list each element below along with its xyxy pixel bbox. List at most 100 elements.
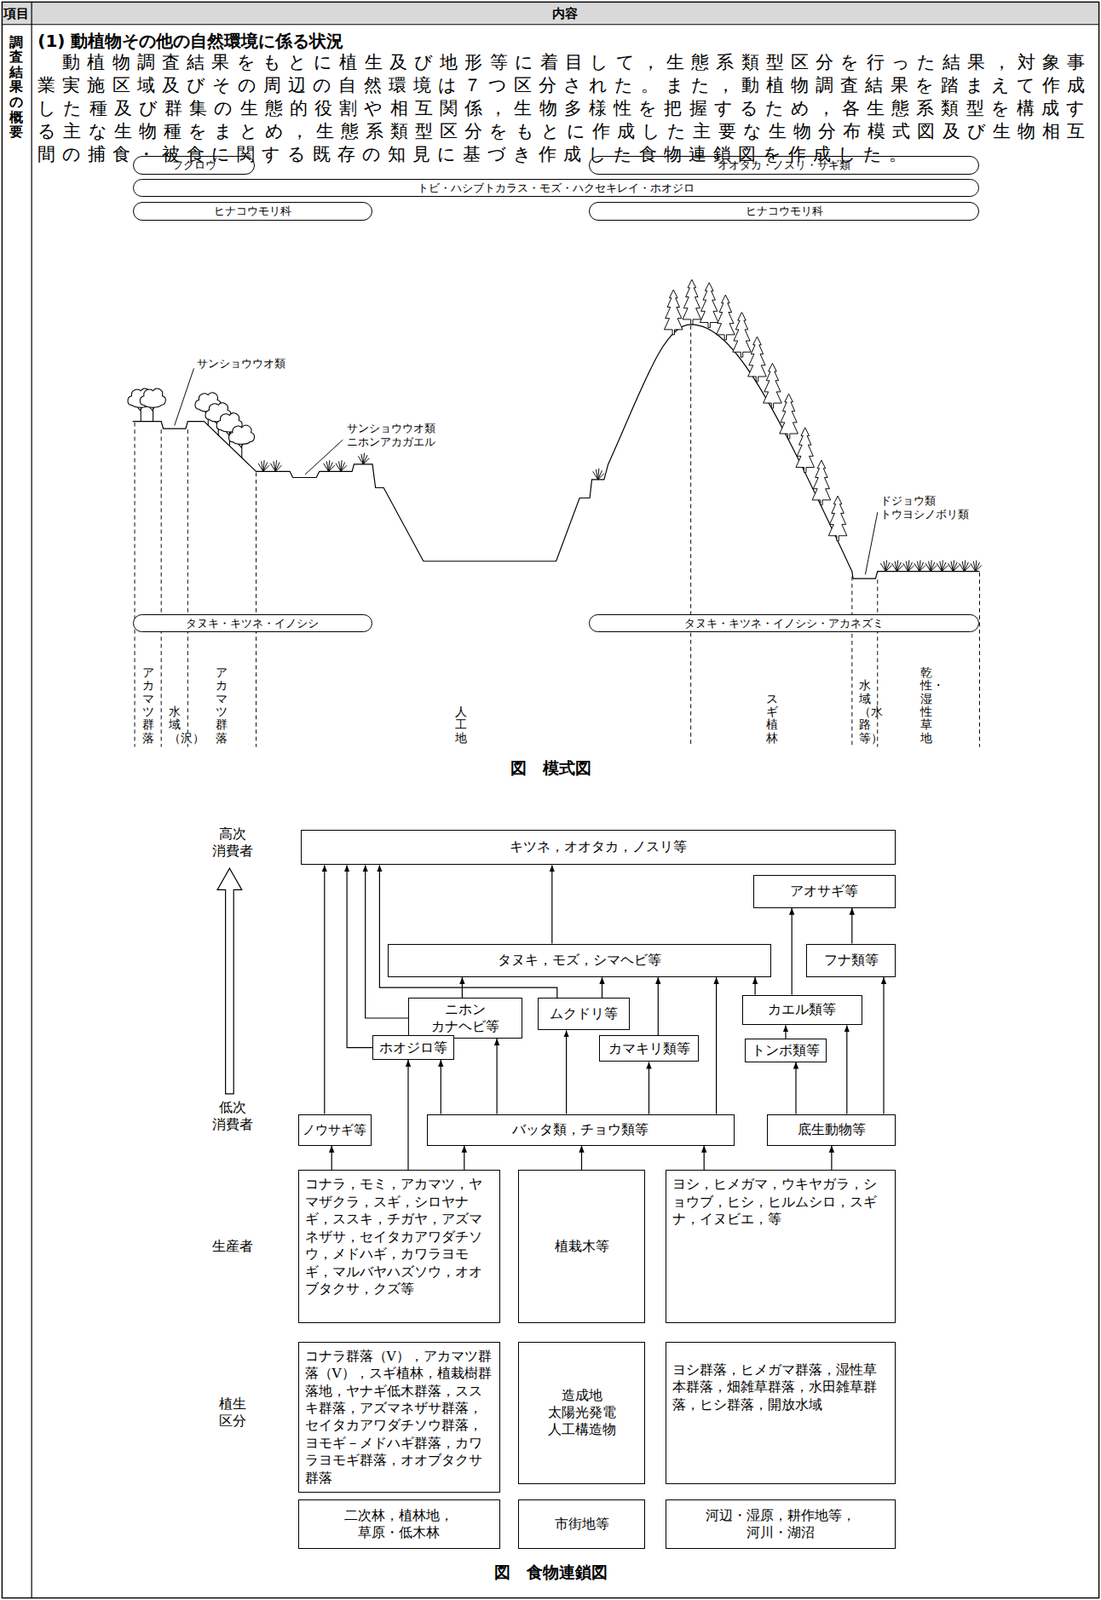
conifer-tree [795, 427, 815, 473]
node-text: ホオジロ等 [379, 1039, 448, 1057]
node-text: ヨシ，ヒメガマ，ウキヤガラ，ショウブ，ヒシ，ヒルムシロ，スギナ，イヌビエ，等 [672, 1175, 890, 1228]
food-chain-arrow [463, 1146, 465, 1171]
food-chain-arrow [495, 1038, 497, 1115]
trophic-level-label: 植生 区分 [210, 1395, 256, 1430]
consumer-box: ニホン カナヘビ等 [408, 997, 523, 1039]
node-text: 造成地 太陽光発電 人工構造物 [546, 1387, 618, 1439]
figure-caption: 図 模式図 [510, 758, 592, 779]
grass-tuft [914, 560, 926, 572]
grass-tuft [892, 560, 904, 572]
conifer-tree [716, 294, 736, 341]
trophic-level-label: 高次 消費者 [210, 825, 256, 860]
figure-caption: 図 食物連鎖図 [494, 1562, 608, 1583]
node-text: トビ・ハシブトカラス・モズ・ハクセキレイ・ホオジロ [417, 181, 695, 196]
zone-label: 水域（沢） [168, 705, 181, 745]
zone-label: アカマツ群落 [215, 666, 228, 745]
node-text: コナラ群落（V），アカマツ群落（V），スギ植林，植栽樹群落地，ヤナギ低木群落，ス… [305, 1348, 494, 1488]
food-chain-arrow [715, 977, 717, 1115]
consumer-box: ノウサギ等 [298, 1114, 372, 1147]
grass-tuft [947, 560, 959, 572]
food-chain-arrow [407, 1060, 409, 1171]
node-text: ヒナコウモリ科 [213, 204, 292, 219]
node-text: キツネ，オオタカ，ノスリ等 [509, 838, 687, 856]
consumer-box: フナ類等 [806, 944, 896, 979]
zone-divider [690, 325, 692, 748]
node-text: コナラ，モミ，アカマツ，ヤマザクラ，スギ，シロヤナギ，ススキ，チガヤ，アズマネザ… [305, 1175, 494, 1298]
habitat-box: 市街地等 [518, 1499, 646, 1550]
grass-tuft [903, 560, 915, 572]
zone-dividers [134, 325, 980, 748]
node-text: 河辺・湿原，耕作地等， 河川・湖沼 [705, 1507, 857, 1542]
grass-tuft [925, 560, 937, 572]
node-text: 二次林，植林地， 草原・低木林 [343, 1507, 455, 1542]
food-chain-arrow [440, 1060, 442, 1115]
node-text: 市街地等 [554, 1516, 610, 1534]
food-chain-arrow [830, 1146, 832, 1171]
food-chain-arrow [791, 908, 793, 996]
food-chain-arrow [795, 1062, 796, 1115]
consumer-box: キツネ，オオタカ，ノスリ等 [300, 830, 896, 866]
node-text: アオサギ等 [789, 882, 859, 900]
consumer-box: カエル類等 [742, 995, 863, 1027]
species-callout: サンショウウオ類 ニホンアカガエル [346, 421, 443, 450]
species-callout: サンショウウオ類 [196, 357, 286, 371]
food-chain-arrow [703, 1146, 705, 1171]
node-text: カマキリ類等 [608, 1040, 691, 1058]
grass-tuft [593, 468, 605, 480]
node-text: ノウサギ等 [302, 1122, 367, 1139]
consumer-box: トンボ類等 [744, 1038, 827, 1063]
table-header: 項目 [3, 5, 29, 22]
food-chain-arrow [331, 1146, 333, 1171]
food-chain-arrow [551, 864, 553, 944]
vegetation-box: コナラ群落（V），アカマツ群落（V），スギ植林，植栽樹群落地，ヤナギ低木群落，ス… [298, 1342, 501, 1494]
zone-divider [876, 579, 878, 747]
conifer-tree [732, 311, 752, 358]
food-chain-arrow [754, 977, 756, 995]
section-heading: (1) 動植物その他の自然環境に係る状況 [37, 30, 344, 52]
zone-divider [851, 576, 853, 748]
food-chain-arrow [365, 864, 409, 1019]
conifer-tree [682, 279, 702, 325]
grass-tuft [959, 560, 971, 572]
node-text: タヌキ，モズ，シマヘビ等 [497, 951, 662, 969]
species-band: トビ・ハシブトカラス・モズ・ハクセキレイ・ホオジロ [132, 178, 980, 198]
node-text: ヨシ群落，ヒメガマ群落，湿性草本群落，畑雑草群落，水田雑草群落，ヒシ群落，開放水… [672, 1361, 890, 1414]
food-chain-arrow [581, 1146, 583, 1171]
zone-label: アカマツ群落 [142, 666, 155, 745]
conifer-tree [699, 282, 719, 329]
leader-line [305, 439, 343, 475]
consumer-box: ホオジロ等 [372, 1035, 455, 1061]
table-rule [31, 1, 33, 1598]
species-band: タヌキ・キツネ・イノシシ・アカネズミ [588, 614, 980, 634]
node-text: バッタ類，チョウ類等 [512, 1121, 649, 1139]
node-text: ヒナコウモリ科 [745, 204, 824, 219]
node-text: トンボ類等 [751, 1042, 820, 1060]
conifer-tree [812, 460, 831, 506]
node-text: タヌキ・キツネ・イノシシ・アカネズミ [684, 616, 884, 631]
food-chain-arrow [882, 977, 884, 1115]
food-chain-arrow [657, 977, 659, 1036]
broadleaf-tree [229, 425, 255, 459]
consumer-box: 底生動物等 [766, 1114, 896, 1147]
broadleaf-tree [139, 388, 166, 422]
conifer-tree [664, 289, 684, 335]
trophic-level-label: 低次 消費者 [210, 1099, 256, 1134]
food-chain-arrow [323, 864, 325, 1114]
zone-divider [979, 572, 980, 748]
species-band: タヌキ・キツネ・イノシシ [132, 614, 373, 634]
zone-divider [255, 472, 257, 748]
row-heading: 調査結果の概要 [9, 34, 24, 140]
leader-line [864, 512, 877, 575]
node-text: 植栽木等 [554, 1238, 610, 1256]
zone-label: 乾性・湿性草地 [920, 666, 933, 745]
food-chain-arrow [784, 1025, 786, 1039]
table-header: 内容 [552, 5, 578, 22]
habitat-box: 河辺・湿原，耕作地等， 河川・湖沼 [665, 1499, 897, 1550]
terrain-profile [132, 324, 980, 579]
producer-box: 植栽木等 [518, 1170, 646, 1324]
header-fill [1, 1, 1099, 24]
food-chain-arrow [565, 1030, 567, 1114]
producer-box: コナラ，モミ，アカマツ，ヤマザクラ，スギ，シロヤナギ，ススキ，チガヤ，アズマネザ… [298, 1170, 501, 1324]
